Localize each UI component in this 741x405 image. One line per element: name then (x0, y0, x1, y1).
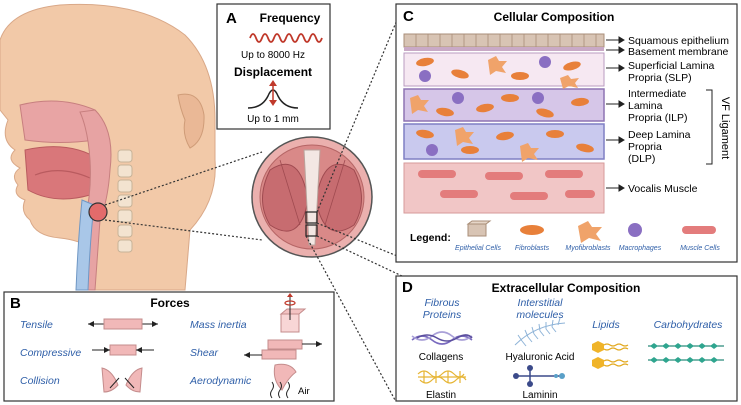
panel-b: B Forces Tensile Compressive Collision M… (3, 291, 335, 402)
panel-c: C Cellular Composition (395, 3, 738, 263)
panel-a-letter: A (226, 10, 237, 27)
larynx-marker (88, 202, 108, 222)
panel-d: D Extracellular Composition Fibrous Prot… (395, 275, 738, 402)
legend-macrophage-label: Macrophages (619, 245, 662, 252)
dlp-layer (403, 123, 605, 160)
frequency-value: Up to 8000 Hz (241, 50, 305, 61)
label-slp-line1: Superficial Lamina (628, 60, 715, 72)
label-ilp-line2: Lamina (628, 100, 663, 112)
cellular-composition-title: Cellular Composition (494, 10, 615, 24)
category-fibrous-line1: Fibrous (424, 297, 460, 309)
label-squamous-epithelium: Squamous epithelium (628, 35, 729, 47)
panel-a: A Frequency Up to 8000 Hz Displacement U… (216, 3, 331, 130)
elastin-label: Elastin (426, 390, 456, 401)
vf-ligament-label: VF Ligament (719, 97, 731, 159)
legend-myofibroblast-icon (578, 221, 602, 243)
category-lipids: Lipids (592, 319, 620, 331)
zoom-box-c (305, 211, 318, 224)
label-vocalis-muscle: Vocalis Muscle (628, 183, 698, 195)
category-interstitial-line2: molecules (516, 309, 564, 321)
lipids-icon (592, 341, 629, 369)
laminin-label: Laminin (522, 390, 557, 401)
air-label: Air (298, 386, 310, 397)
hyaluronic-acid-icon (514, 317, 566, 347)
force-compressive-label: Compressive (20, 347, 81, 359)
shear-icon (244, 339, 322, 360)
label-slp-line2: Propria (SLP) (628, 72, 692, 84)
label-ilp-line1: Intermediate (628, 88, 687, 100)
epithelium-layer (403, 33, 605, 51)
ilp-layer (403, 88, 605, 122)
laminin-icon (513, 365, 565, 387)
extracellular-composition-title: Extracellular Composition (492, 281, 641, 295)
label-basement-membrane: Basement membrane (628, 46, 729, 58)
vocal-folds-endoscopic-view (251, 136, 373, 258)
layer-arrows (606, 36, 625, 192)
category-carbohydrates: Carbohydrates (654, 319, 724, 331)
head-anatomy-illustration (0, 3, 216, 291)
label-dlp-line1: Deep Lamina (628, 129, 691, 141)
legend-muscle-icon (682, 226, 716, 234)
collision-icon (101, 367, 143, 393)
forces-title: Forces (150, 296, 190, 310)
legend-muscle-label: Muscle Cells (680, 245, 720, 252)
force-shear-label: Shear (190, 347, 219, 359)
legend-fibroblast-label: Fibroblasts (515, 245, 550, 252)
force-aerodynamic-label: Aerodynamic (189, 375, 252, 387)
frequency-title: Frequency (260, 11, 321, 25)
spine (117, 149, 133, 253)
legend-epithelial-label: Epithelial Cells (455, 245, 501, 252)
layer-cells (410, 56, 595, 200)
label-dlp-line2: Propria (628, 141, 662, 153)
frequency-wave (249, 33, 323, 43)
tensile-icon (88, 318, 158, 330)
collagen-icon (411, 331, 473, 345)
legend-title: Legend: (410, 232, 451, 244)
legend-epithelial-icon (466, 220, 492, 237)
panel-d-letter: D (402, 279, 413, 296)
carbohydrates-icon (648, 343, 724, 363)
panel-b-letter: B (10, 295, 21, 312)
hyaluronic-acid-label: Hyaluronic Acid (506, 352, 575, 363)
aerodynamic-icon (270, 363, 297, 399)
collagens-label: Collagens (419, 352, 463, 363)
elastin-icon (417, 370, 467, 384)
label-dlp-line3: (DLP) (628, 153, 655, 165)
category-interstitial-line1: Interstitial (518, 297, 564, 309)
displacement-value: Up to 1 mm (247, 114, 299, 125)
vf-ligament-bracket (706, 89, 713, 165)
force-collision-label: Collision (20, 375, 60, 387)
force-tensile-label: Tensile (20, 319, 53, 331)
legend-fibroblast-icon (520, 225, 544, 235)
mass-inertia-icon (279, 293, 307, 333)
category-fibrous-line2: Proteins (423, 309, 462, 321)
displacement-title: Displacement (234, 65, 312, 79)
compressive-icon (92, 344, 154, 356)
label-ilp-line3: Propria (ILP) (628, 112, 688, 124)
zoom-box-d (305, 224, 318, 237)
legend-macrophage-icon (628, 223, 642, 237)
force-mass-inertia-label: Mass inertia (190, 319, 247, 331)
legend-myofibroblast-label: Myofibroblasts (565, 245, 611, 252)
panel-c-letter: C (403, 8, 414, 25)
